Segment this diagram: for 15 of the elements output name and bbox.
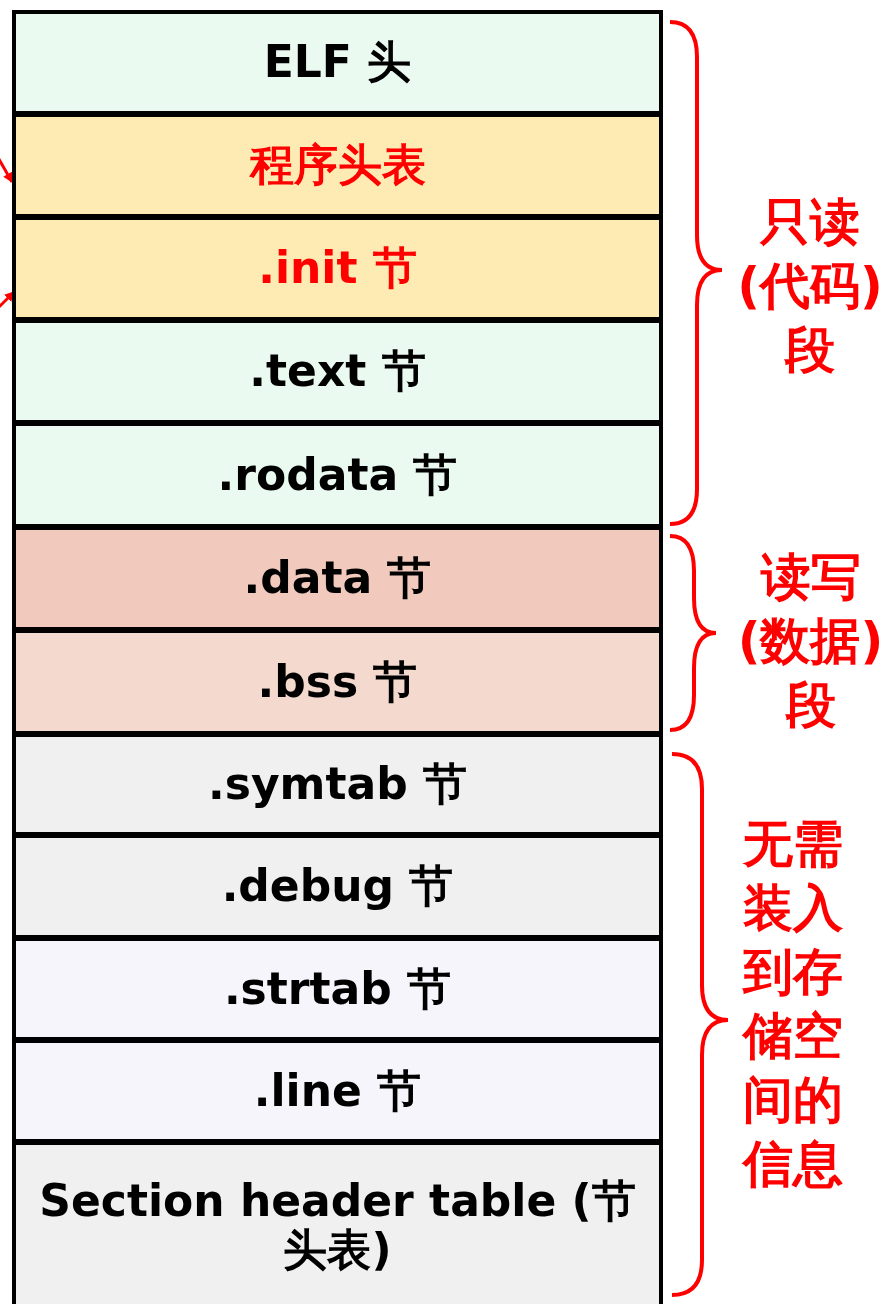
table-box: Section header table (节头表) <box>12 1141 663 1304</box>
segment-label: 读写(数据)段 <box>736 547 884 736</box>
section-box: ELF 头 <box>12 10 663 115</box>
section-box: .strtab 节 <box>12 937 663 1041</box>
section-box: .symtab 节 <box>12 733 663 836</box>
section-box: .bss 节 <box>12 629 663 735</box>
section-box: .init 节 <box>12 216 663 321</box>
section-box: .text 节 <box>12 319 663 424</box>
section-box: .line 节 <box>12 1039 663 1143</box>
segment-label: 无需装入到存储空间的信息 <box>741 814 844 1195</box>
segment-label: 只读(代码)段 <box>736 192 884 381</box>
section-box: .debug 节 <box>12 834 663 939</box>
section-box: .rodata 节 <box>12 422 663 528</box>
section-box: 程序头表 <box>12 113 663 218</box>
section-box: .data 节 <box>12 526 663 631</box>
